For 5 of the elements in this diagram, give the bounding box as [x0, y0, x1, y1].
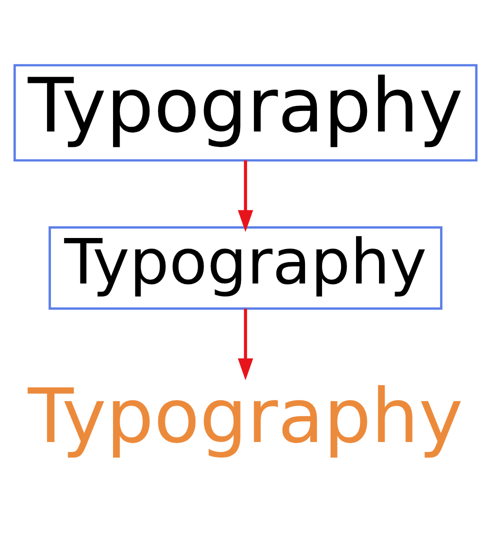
node-text: Typography — [28, 372, 464, 460]
arrow — [238, 308, 254, 380]
arrow — [238, 160, 254, 232]
node-box: Typography — [48, 226, 442, 310]
node-box: Typography — [14, 64, 478, 162]
